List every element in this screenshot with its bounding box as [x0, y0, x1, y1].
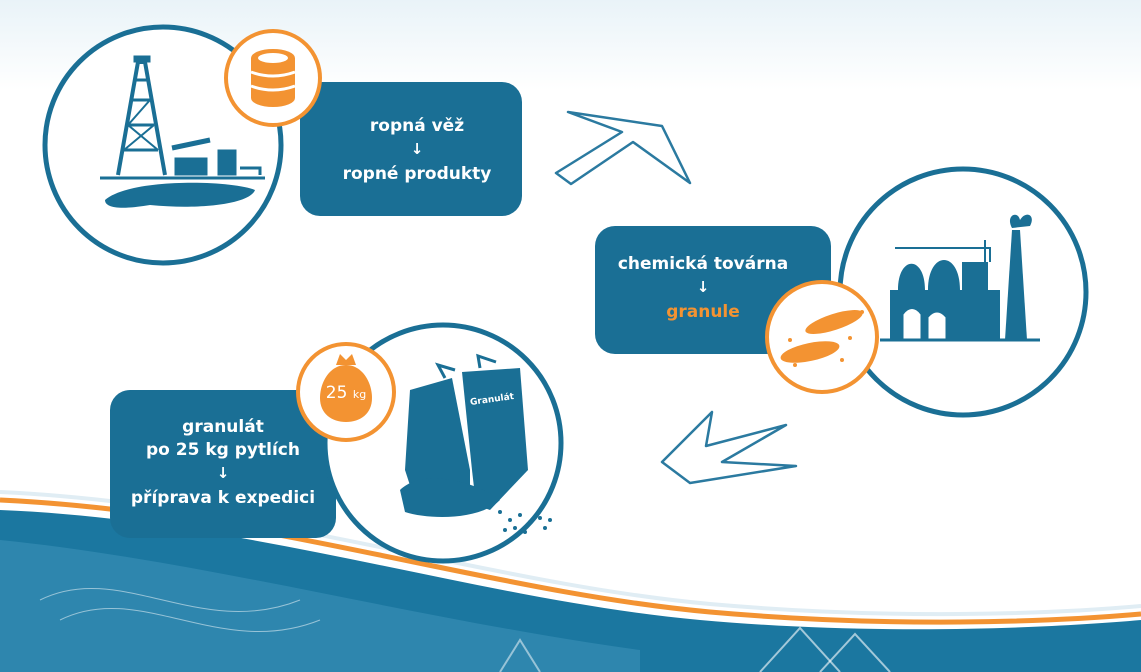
- step3-top-line2: po 25 kg pytlích: [146, 439, 300, 462]
- weight-badge-label: 25 kg: [316, 383, 376, 403]
- step1-top-text: ropná věž: [370, 115, 464, 138]
- down-arrow-icon: ↓: [411, 142, 424, 157]
- oil-barrel-icon: [251, 49, 295, 107]
- step1-label: ropná věž ↓ ropné produkty: [322, 100, 512, 200]
- step3-bottom-text: příprava k expedici: [131, 487, 315, 510]
- step3-top-line1: granulát: [182, 416, 264, 439]
- down-arrow-icon: ↓: [217, 466, 230, 481]
- step1-bottom-text: ropné produkty: [343, 163, 492, 186]
- step3-label: granulát po 25 kg pytlích ↓ příprava k e…: [118, 398, 328, 528]
- weight-value: 25: [326, 383, 348, 403]
- weight-unit: kg: [353, 388, 366, 401]
- arrow-right-down-icon: [556, 112, 690, 184]
- step2-label: chemická továrna ↓ granule: [603, 238, 803, 338]
- step2-top-text: chemická továrna: [618, 253, 788, 276]
- arrow-left-down-icon: [662, 412, 796, 483]
- step2-bottom-text: granule: [666, 301, 740, 324]
- down-arrow-icon: ↓: [697, 280, 710, 295]
